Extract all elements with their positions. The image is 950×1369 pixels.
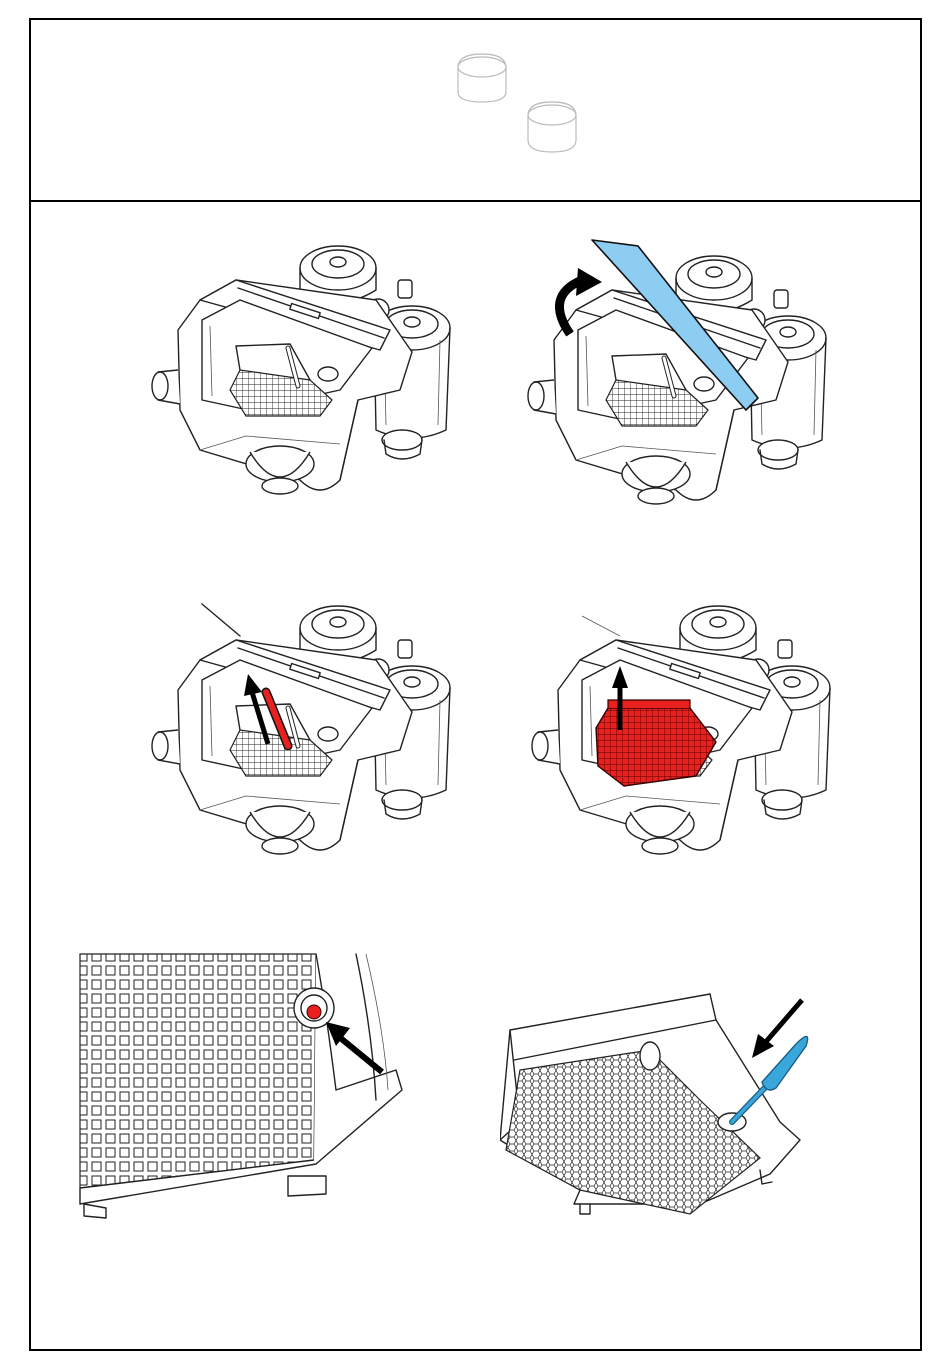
remove-basket-icon xyxy=(520,596,840,876)
step-4-panel xyxy=(520,596,840,876)
tray-screwdriver-icon xyxy=(500,990,840,1230)
step-1-panel xyxy=(140,240,460,520)
step-3-panel xyxy=(140,596,460,876)
remove-pin-icon xyxy=(140,596,460,876)
step-6-panel xyxy=(500,990,840,1230)
open-arrow-head xyxy=(576,268,602,296)
end-caps-icon xyxy=(440,40,590,170)
step-2-panel xyxy=(510,236,850,516)
insert-arrow-shaft xyxy=(764,1000,802,1044)
unit-closed-icon xyxy=(140,240,460,520)
drain-arrow-shaft xyxy=(338,1036,382,1072)
section-divider xyxy=(29,200,922,202)
grid-drain-icon xyxy=(76,950,416,1230)
step-5-panel xyxy=(76,950,416,1230)
caps-panel xyxy=(440,40,590,170)
lid-open-icon xyxy=(510,236,850,516)
drain-plug-highlight xyxy=(307,1005,321,1019)
